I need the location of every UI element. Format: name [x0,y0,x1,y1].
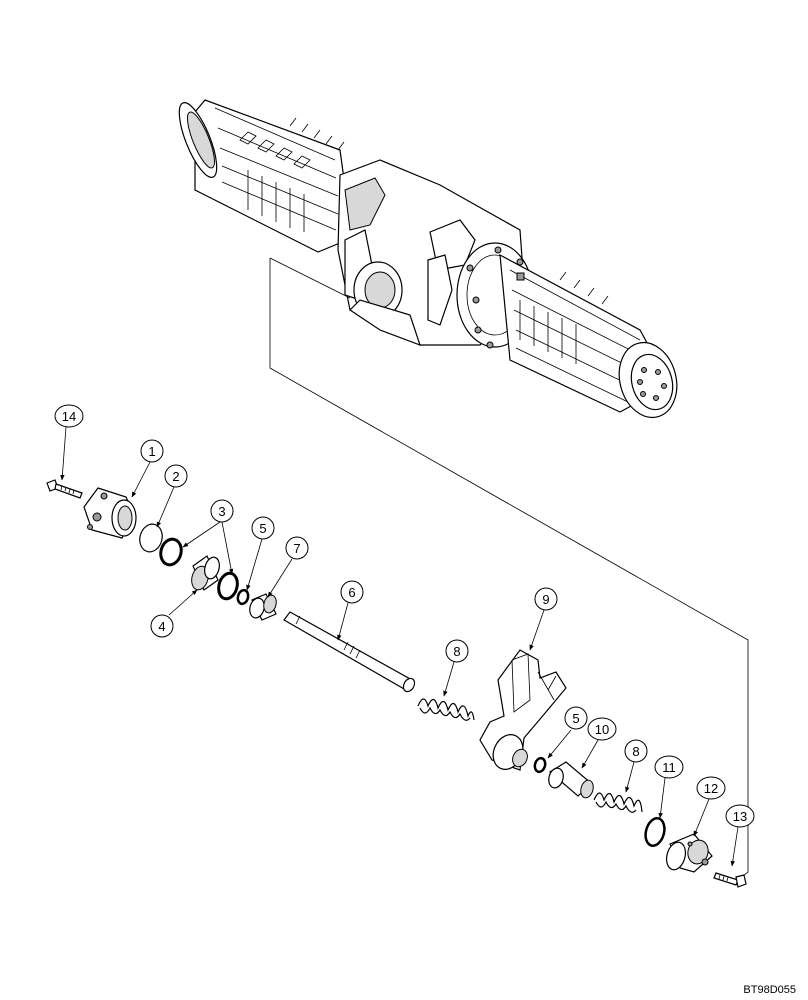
callout-8-right: 8 [624,739,648,763]
callout-label: 8 [632,744,639,759]
callout-10: 10 [587,717,617,741]
part-8-spring-a [417,698,475,721]
callout-leaders [60,426,739,867]
part-3-o-ring-a [159,537,183,567]
callout-14: 14 [54,404,84,428]
callout-13: 13 [725,804,755,828]
callout-label: 10 [595,722,609,737]
callout-8-left: 8 [445,639,469,663]
axle-assembly [178,99,678,419]
callout-6: 6 [340,580,364,604]
axle-center-housing [337,159,534,349]
callout-label: 2 [172,469,179,484]
part-11-o-ring [644,817,666,847]
callout-5-right: 5 [564,706,588,730]
callout-label: 5 [259,521,266,536]
axle-left-shaft [178,99,353,253]
callout-label: 4 [158,619,165,634]
callout-label: 3 [218,504,225,519]
callout-label: 14 [62,409,76,424]
callout-label: 5 [572,711,579,726]
drawing-code: BT98D055 [743,984,796,996]
part-8-spring-b [593,792,643,813]
part-10-sleeve [548,761,594,799]
callout-label: 7 [293,541,300,556]
part-4-bushing [191,555,220,591]
part-5-snap-ring-a [236,588,250,606]
callout-label: 11 [662,760,676,775]
callout-11: 11 [654,755,684,779]
callout-label: 13 [733,809,747,824]
callout-2: 2 [164,464,188,488]
part-1-housing [83,487,137,539]
axle-right-shaft [499,253,678,419]
part-13-bolt [713,872,747,888]
part-3-o-ring-b [217,571,239,601]
part-12-cover [665,833,713,873]
callout-7: 7 [285,536,309,560]
callout-12: 12 [696,776,726,800]
part-7-spacer [249,593,277,621]
callout-9: 9 [534,587,558,611]
reference-frame [269,257,749,881]
part-9-shift-fork [479,649,567,771]
part-14-bolt [46,479,83,499]
callout-label: 9 [542,592,549,607]
callout-5-left: 5 [251,516,275,540]
callout-label: 6 [348,585,355,600]
callout-1: 1 [140,439,164,463]
callout-label: 8 [453,644,460,659]
callout-4: 4 [150,614,174,638]
callout-label: 1 [148,444,155,459]
part-2-ring [139,523,163,553]
part-6-shift-rod [283,611,416,693]
part-5-snap-ring-b [533,756,547,774]
callout-label: 12 [704,781,718,796]
callout-3: 3 [210,499,234,523]
